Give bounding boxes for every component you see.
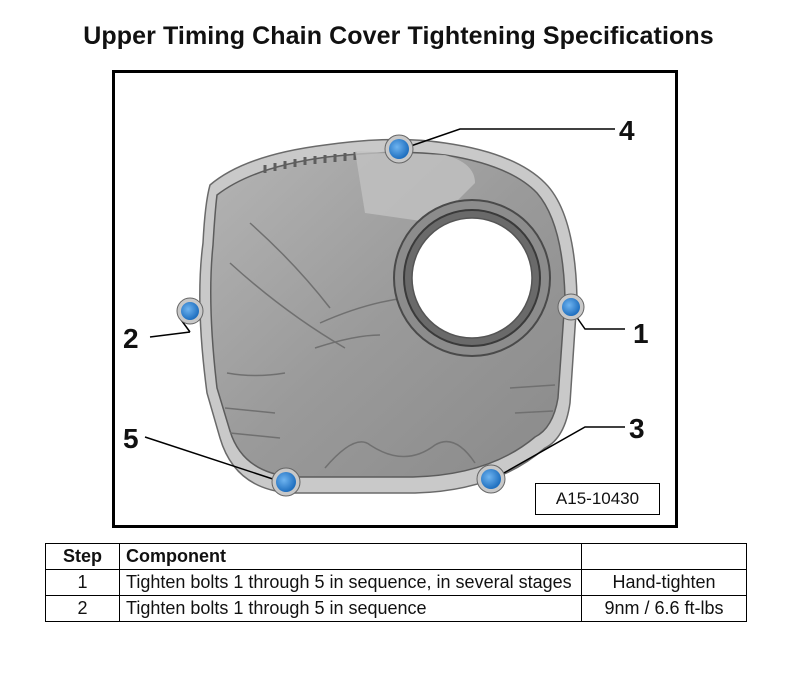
table-row: 1 Tighten bolts 1 through 5 in sequence,… bbox=[45, 569, 747, 596]
bolt-2-icon bbox=[176, 297, 204, 325]
bolt-4-icon bbox=[384, 134, 414, 164]
page-title: Upper Timing Chain Cover Tightening Spec… bbox=[83, 22, 714, 50]
bolt-3-icon bbox=[476, 464, 506, 494]
cover-contours bbox=[224, 222, 556, 469]
row-step: 1 bbox=[45, 569, 120, 596]
row-component: Tighten bolts 1 through 5 in sequence bbox=[119, 595, 582, 622]
cover-ribs bbox=[263, 152, 357, 173]
timing-cover-illustration: 1 2 3 4 5 A15-10430 bbox=[112, 70, 678, 528]
row-step: 2 bbox=[45, 595, 120, 622]
spec-table: Step Component 1 Tighten bolts 1 through… bbox=[45, 543, 747, 622]
row-value: 9nm / 6.6 ft-lbs bbox=[581, 595, 747, 622]
header-value bbox=[581, 543, 747, 570]
figure-reference-label: A15-10430 bbox=[535, 483, 660, 515]
callout-1: 1 bbox=[633, 318, 649, 349]
table-header-row: Step Component bbox=[45, 543, 747, 570]
callout-4: 4 bbox=[619, 115, 635, 146]
callout-3: 3 bbox=[629, 413, 645, 444]
table-row: 2 Tighten bolts 1 through 5 in sequence … bbox=[45, 595, 747, 622]
bolt-5-icon bbox=[271, 467, 301, 497]
row-value: Hand-tighten bbox=[581, 569, 747, 596]
callout-5: 5 bbox=[123, 423, 139, 454]
bolt-1-icon bbox=[557, 293, 585, 321]
header-component: Component bbox=[119, 543, 582, 570]
cover-drawing bbox=[144, 128, 625, 497]
row-component: Tighten bolts 1 through 5 in sequence, i… bbox=[119, 569, 582, 596]
callout-2: 2 bbox=[123, 323, 139, 354]
bolts bbox=[176, 134, 585, 497]
header-step: Step bbox=[45, 543, 120, 570]
callout-leaders bbox=[144, 128, 625, 484]
cover-opening bbox=[411, 217, 533, 339]
